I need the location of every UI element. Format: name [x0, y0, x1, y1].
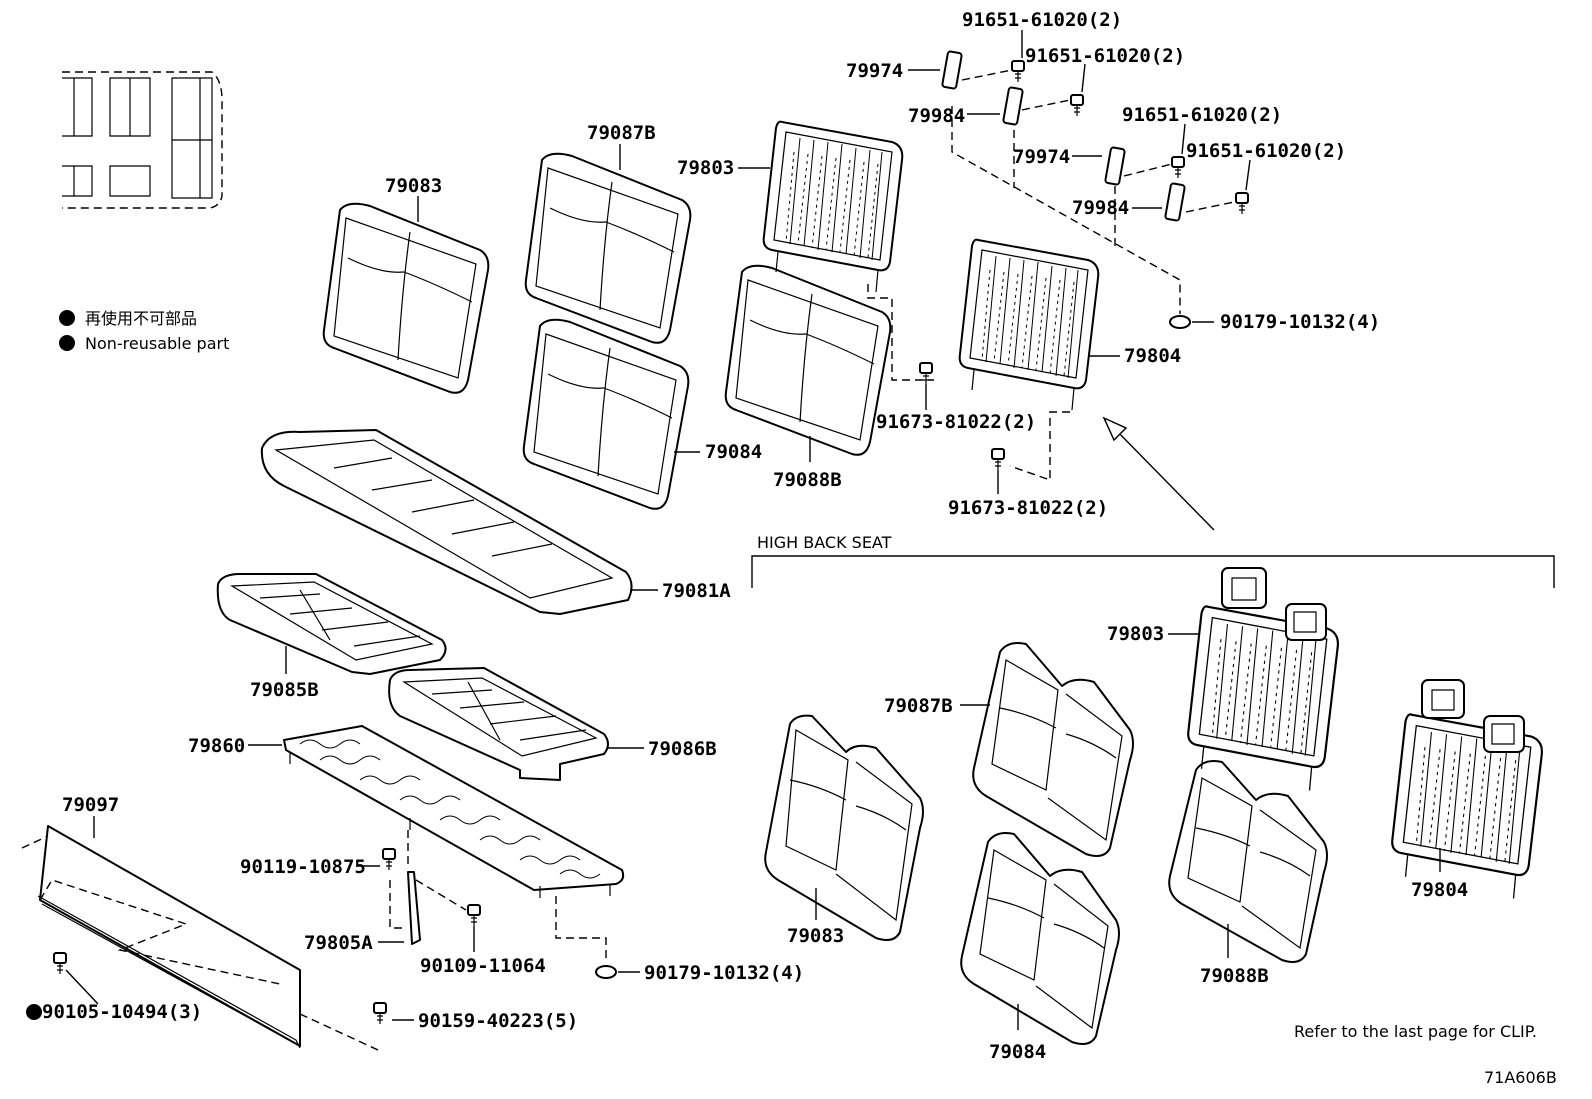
part-label: 79084 — [705, 441, 762, 463]
cushion-79086B: 79086B — [388, 667, 717, 781]
label-90119: 90119-10875 — [240, 856, 366, 878]
label-90179-a: 90179-10132(4) — [1220, 311, 1380, 333]
high-back-seat-section: HIGH BACK SEAT 79083 79087B 79084 79088B — [751, 533, 1555, 1063]
part-label: 79087B — [587, 122, 656, 144]
label-91673-a: 91673-81022(2) — [876, 411, 1036, 433]
label-79984-a: 79984 — [908, 105, 965, 127]
diagram-code: 71A606B — [1484, 1068, 1557, 1087]
seatback-79084: 79084 — [522, 318, 762, 510]
part-label: 79804 — [1124, 345, 1181, 367]
bolts-91673 — [867, 284, 1070, 494]
panel-79097: 79097 — [21, 794, 414, 1051]
legend-jp: 再使用不可部品 — [85, 309, 197, 328]
part-label: 79087B — [884, 695, 953, 717]
direction-arrow-icon — [1102, 416, 1215, 531]
part-label: 79083 — [385, 175, 442, 197]
section-title: HIGH BACK SEAT — [757, 533, 892, 552]
seatback-79087B: 79087B — [524, 122, 692, 344]
label-79984-b: 79984 — [1072, 197, 1129, 219]
cushion-79081A: 79081A — [260, 429, 731, 615]
non-reusable-dot-icon — [26, 1004, 42, 1020]
seatback-79083: 79083 — [322, 175, 490, 394]
part-label: 79097 — [62, 794, 119, 816]
non-reusable-dot-icon — [59, 310, 75, 326]
frame-79860: 79860 — [188, 725, 625, 898]
label-79805A: 79805A — [304, 932, 373, 954]
label-90105: 90105-10494(3) — [42, 1001, 202, 1023]
cushion-79085B: 79085B — [216, 573, 447, 701]
frame-79804: 79804 — [958, 238, 1181, 411]
seatback-79088B: 79088B — [724, 264, 892, 491]
legend: 再使用不可部品 Non-reusable part — [59, 309, 229, 353]
label-79974-b: 79974 — [1013, 146, 1070, 168]
part-label: 79084 — [989, 1041, 1046, 1063]
label-90159: 90159-40223(5) — [418, 1010, 578, 1032]
part-label: 79088B — [773, 469, 842, 491]
label-91651-a: 91651-61020(2) — [962, 9, 1122, 31]
part-label: 79088B — [1200, 965, 1269, 987]
label-79974-a: 79974 — [846, 60, 903, 82]
part-label: 79860 — [188, 735, 245, 757]
label-90109: 90109-11064 — [420, 955, 546, 977]
part-label: 79803 — [677, 157, 734, 179]
part-label: 79081A — [662, 580, 731, 602]
part-label: 79086B — [648, 738, 717, 760]
legend-en: Non-reusable part — [85, 334, 229, 353]
frame-79803: 79803 — [677, 120, 904, 293]
part-label: 79803 — [1107, 623, 1164, 645]
bracket-79805A — [356, 830, 640, 979]
label-91651-d: 91651-61020(2) — [1186, 140, 1346, 162]
label-91673-b: 91673-81022(2) — [948, 497, 1108, 519]
non-reusable-dot-icon — [59, 335, 75, 351]
label-91651-b: 91651-61020(2) — [1025, 45, 1185, 67]
part-label: 79083 — [787, 925, 844, 947]
label-90179-b: 90179-10132(4) — [644, 962, 804, 984]
part-label: 79085B — [250, 679, 319, 701]
hinge-group — [908, 30, 1251, 329]
part-label: 79804 — [1411, 879, 1468, 901]
label-91651-c: 91651-61020(2) — [1122, 104, 1282, 126]
footer-note: Refer to the last page for CLIP. — [1294, 1022, 1537, 1041]
vehicle-thumbnail — [62, 71, 223, 209]
